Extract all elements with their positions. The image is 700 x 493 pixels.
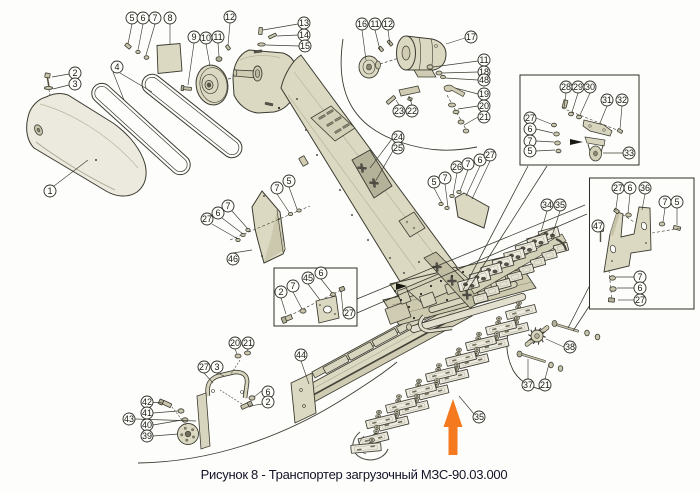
svg-text:7: 7 <box>442 173 447 183</box>
svg-text:6: 6 <box>477 155 482 165</box>
svg-text:15: 15 <box>300 41 310 51</box>
svg-text:6: 6 <box>637 283 642 293</box>
svg-text:21: 21 <box>479 112 489 122</box>
svg-text:5: 5 <box>129 13 134 23</box>
svg-text:11: 11 <box>479 55 488 65</box>
svg-text:7: 7 <box>274 183 279 193</box>
svg-text:6: 6 <box>215 208 220 218</box>
svg-text:31: 31 <box>602 95 612 105</box>
svg-text:48: 48 <box>479 75 489 85</box>
svg-text:6: 6 <box>527 124 532 134</box>
svg-text:7: 7 <box>527 136 532 146</box>
svg-text:2: 2 <box>265 397 270 407</box>
svg-text:6: 6 <box>140 13 145 23</box>
svg-text:43: 43 <box>124 414 134 424</box>
svg-text:8: 8 <box>167 13 172 23</box>
svg-text:47: 47 <box>593 221 603 231</box>
svg-text:5: 5 <box>527 146 532 156</box>
svg-text:46: 46 <box>228 254 238 264</box>
svg-text:7: 7 <box>290 281 295 291</box>
svg-text:27: 27 <box>635 295 645 305</box>
svg-text:35: 35 <box>474 412 484 422</box>
svg-text:12: 12 <box>225 12 235 22</box>
svg-text:23: 23 <box>394 106 404 116</box>
svg-text:7: 7 <box>465 159 470 169</box>
svg-text:14: 14 <box>299 30 309 40</box>
svg-text:13: 13 <box>299 18 309 28</box>
svg-text:19: 19 <box>479 89 489 99</box>
svg-text:17: 17 <box>466 32 476 42</box>
svg-text:16: 16 <box>357 19 367 29</box>
svg-text:34: 34 <box>542 200 552 210</box>
svg-text:24: 24 <box>393 132 403 142</box>
svg-text:10: 10 <box>201 33 211 43</box>
svg-text:2: 2 <box>72 68 77 78</box>
svg-text:25: 25 <box>393 143 403 153</box>
svg-text:3: 3 <box>72 79 77 89</box>
svg-text:5: 5 <box>431 177 436 187</box>
svg-text:18: 18 <box>479 67 489 77</box>
svg-text:7: 7 <box>662 197 667 207</box>
svg-text:42: 42 <box>142 397 152 407</box>
svg-text:41: 41 <box>142 408 152 418</box>
svg-text:20: 20 <box>230 338 240 348</box>
svg-text:5: 5 <box>286 176 291 186</box>
svg-text:22: 22 <box>407 106 417 116</box>
svg-text:40: 40 <box>142 420 152 430</box>
svg-text:3: 3 <box>214 362 219 372</box>
svg-text:9: 9 <box>191 32 196 42</box>
svg-text:26: 26 <box>452 162 462 172</box>
svg-text:7: 7 <box>152 13 157 23</box>
svg-text:5: 5 <box>674 197 679 207</box>
svg-text:12: 12 <box>383 19 393 29</box>
svg-text:27: 27 <box>199 362 209 372</box>
svg-text:27: 27 <box>485 150 495 160</box>
svg-text:28: 28 <box>561 82 571 92</box>
svg-text:32: 32 <box>617 95 627 105</box>
svg-text:6: 6 <box>265 387 270 397</box>
svg-text:30: 30 <box>585 82 595 92</box>
svg-text:33: 33 <box>624 148 634 158</box>
svg-text:27: 27 <box>202 214 212 224</box>
svg-text:11: 11 <box>213 32 222 42</box>
svg-text:37: 37 <box>523 380 533 390</box>
svg-text:21: 21 <box>243 338 253 348</box>
svg-text:11: 11 <box>370 19 379 29</box>
svg-text:44: 44 <box>296 350 306 360</box>
svg-text:45: 45 <box>303 273 313 283</box>
svg-text:36: 36 <box>640 183 650 193</box>
svg-text:27: 27 <box>525 113 535 123</box>
svg-text:6: 6 <box>318 268 323 278</box>
svg-text:29: 29 <box>573 82 583 92</box>
svg-text:1: 1 <box>47 186 52 196</box>
svg-text:4: 4 <box>114 62 119 72</box>
svg-text:27: 27 <box>613 183 623 193</box>
svg-text:35: 35 <box>555 200 565 210</box>
svg-text:6: 6 <box>627 183 632 193</box>
svg-text:7: 7 <box>637 272 642 282</box>
svg-text:39: 39 <box>142 431 152 441</box>
svg-text:27: 27 <box>344 308 354 318</box>
svg-text:Рисунок 8 - Транспортер загруз: Рисунок 8 - Транспортер загрузочный МЗС-… <box>201 467 508 482</box>
svg-text:38: 38 <box>565 342 575 352</box>
svg-text:7: 7 <box>225 201 230 211</box>
svg-text:21: 21 <box>540 380 550 390</box>
svg-text:2: 2 <box>278 287 283 297</box>
svg-text:20: 20 <box>479 101 489 111</box>
